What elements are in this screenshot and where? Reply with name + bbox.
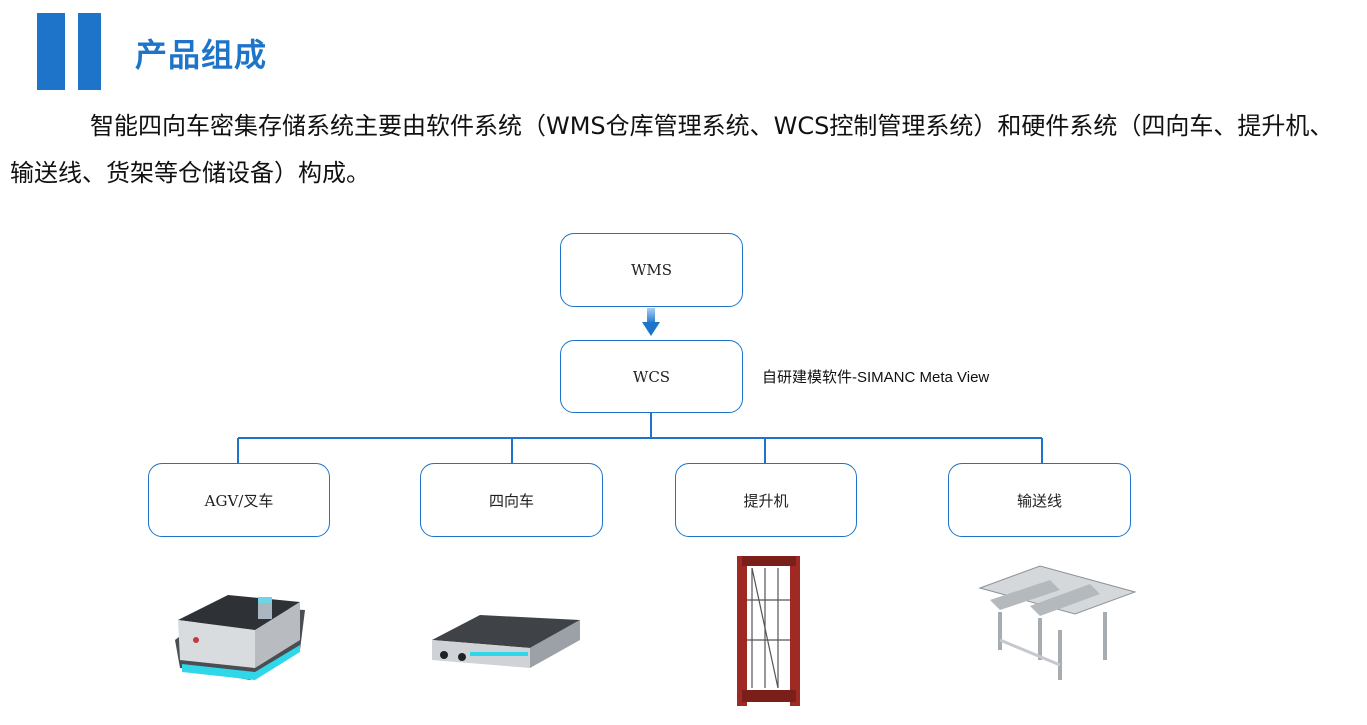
four-way-shuttle-image (432, 615, 580, 668)
node-lift: 提升机 (675, 463, 857, 537)
node-conveyor: 输送线 (948, 463, 1131, 537)
node-four-way-shuttle: 四向车 (420, 463, 603, 537)
wms-to-wcs-arrow (642, 308, 660, 336)
node-wms: WMS (560, 233, 743, 307)
header-accent-bar (37, 13, 65, 90)
node-agv-forklift: AGV/叉车 (148, 463, 330, 537)
node-wcs: WCS (560, 340, 743, 413)
section-title: 产品组成 (135, 36, 268, 74)
node-label: AGV/叉车 (204, 491, 274, 510)
node-label: 四向车 (488, 491, 534, 510)
node-label: 提升机 (743, 491, 789, 510)
conveyor-image (978, 565, 1137, 680)
header-accent-bar (78, 13, 101, 90)
node-label: WMS (630, 261, 673, 279)
wcs-annotation: 自研建模软件-SIMANC Meta View (762, 369, 990, 386)
lift-image (737, 556, 800, 706)
node-label: WCS (632, 367, 671, 386)
agv-robot-image (175, 595, 305, 680)
node-label: 输送线 (1016, 491, 1062, 510)
intro-paragraph: 智能四向车密集存储系统主要由软件系统（WMS仓库管理系统、WCS控制管理系统）和… (10, 112, 1334, 187)
